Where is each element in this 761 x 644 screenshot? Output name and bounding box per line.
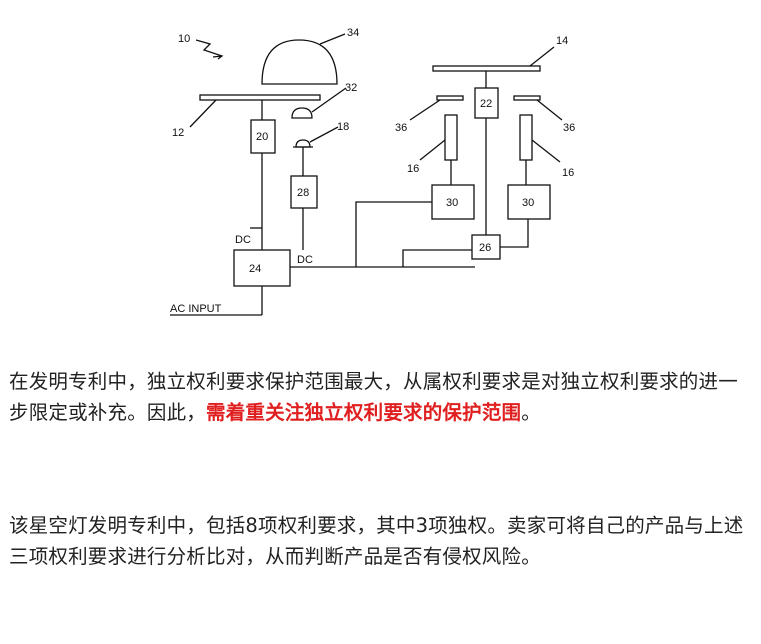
label-dc-right: DC	[297, 254, 313, 266]
laser-left	[444, 114, 458, 161]
ref-label-16-left: 16	[407, 163, 419, 175]
box-24	[233, 249, 291, 287]
ref-label-34: 34	[347, 27, 359, 39]
plate-right	[432, 65, 541, 72]
box-label-30-right: 30	[522, 197, 534, 209]
patent-figure: 10 34 32 12 18 20 28 24 DC DC AC INPUT 1…	[170, 27, 576, 316]
dome-shape	[261, 39, 338, 85]
box-label-28: 28	[297, 187, 309, 199]
ref-label-36-left: 36	[395, 122, 407, 134]
ref-label-12: 12	[172, 127, 184, 139]
mirror-left	[436, 95, 464, 101]
lens-32	[291, 107, 313, 119]
ref-arrow-10	[195, 39, 224, 60]
plate-left	[199, 94, 321, 101]
ref-label-16-right: 16	[562, 167, 574, 179]
box-30-right	[507, 184, 551, 220]
box-label-24: 24	[249, 263, 261, 275]
paragraph-text: 在发明专利中，独立权利要求保护范围最大，从属权利要求是对独立权利要求的进一步限定…	[9, 370, 738, 424]
box-label-30-left: 30	[446, 197, 458, 209]
box-label-22: 22	[480, 98, 492, 110]
ref-label-18: 18	[337, 121, 349, 133]
box-20	[250, 119, 276, 154]
box-28	[290, 175, 318, 209]
paragraph-end: 。	[521, 401, 541, 424]
ref-label-14: 14	[556, 35, 568, 47]
ref-label-10: 10	[178, 33, 190, 45]
box-label-26: 26	[479, 242, 491, 254]
ref-label-32: 32	[345, 82, 357, 94]
emphasis-text: 需着重关注独立权利要求的保护范围	[206, 401, 522, 424]
label-dc-left: DC	[235, 234, 251, 246]
ref-label-36-right: 36	[563, 122, 575, 134]
laser-right	[519, 114, 533, 161]
paragraph-claims-count: 该星空灯发明专利中，包括8项权利要求，其中3项独权。卖家可将自己的产品与上述三项…	[9, 514, 744, 568]
label-ac-input: AC INPUT	[170, 303, 222, 315]
box-label-20: 20	[256, 131, 268, 143]
paragraph-claims-scope: 在发明专利中，独立权利要求保护范围最大，从属权利要求是对独立权利要求的进一步限定…	[9, 366, 757, 428]
patent-drawing: 10 34 32 12 18 20 28 24 DC DC AC INPUT 1…	[170, 27, 575, 316]
mirror-right	[513, 95, 541, 101]
